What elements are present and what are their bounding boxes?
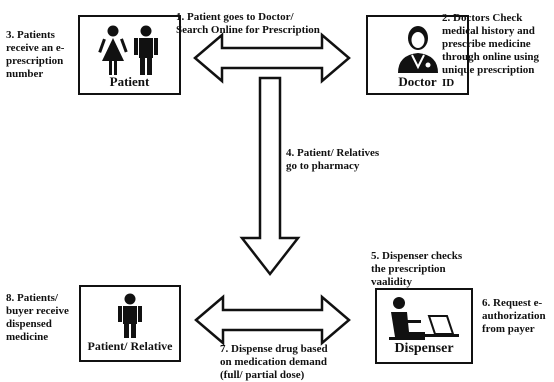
step-7-note: 7. Dispense drug based on medication dem… [220,343,328,381]
arrow-to-pharmacy [239,76,301,277]
doctor-icon [398,26,438,73]
person-icon [118,293,142,338]
person-at-laptop-icon [389,297,459,340]
dispenser-label: Dispenser [394,341,454,356]
step-2-note: 2. Doctors Check medical history and pre… [442,12,540,89]
doctor-label: Doctor [398,74,437,89]
step-5-note: 5. Dispenser checks the prescription vaa… [371,250,463,288]
patient-label: Patient [109,74,150,89]
patient-box: Patient [78,15,181,95]
arrow-patient-doctor [193,32,351,84]
step-3-note: 3. Patients receive an e- prescription n… [6,29,65,80]
patient-relative-box: Patient/ Relative [79,285,181,362]
doctor-box: Doctor [366,15,469,95]
arrow-relative-dispenser [194,294,351,346]
patient-relative-label: Patient/ Relative [87,339,173,353]
step-8-note: 8. Patients/ buyer receive dispensed med… [6,292,69,343]
step-6-note: 6. Request e- authorization from payer [482,297,546,335]
man-woman-icon [98,25,158,75]
dispenser-box: Dispenser [375,288,473,364]
step-4-note: 4. Patient/ Relatives go to pharmacy [286,147,380,172]
step-1-note: 1. Patient goes to Doctor/ Search Online… [176,11,320,36]
